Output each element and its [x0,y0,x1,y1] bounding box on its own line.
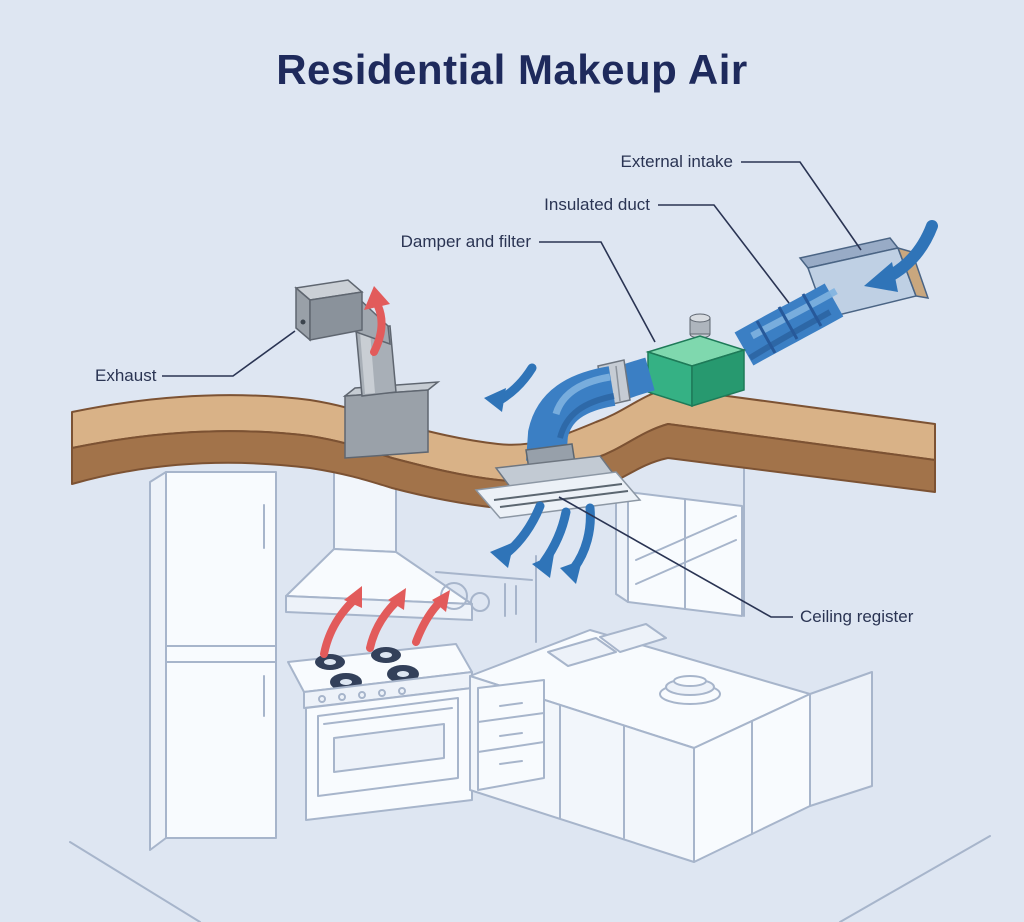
label-insulated-duct: Insulated duct [544,195,650,214]
ceiling-register [474,443,642,519]
control-knobs [318,687,406,703]
sink-basin-1 [547,637,617,667]
annotation-exhaust: Exhaust [95,330,296,385]
elbow-arrow [484,363,537,412]
annotation-ceiling-register: Ceiling register [558,496,914,626]
cooktop [287,643,473,709]
annotation-damper-filter: Damper and filter [401,232,656,343]
range-hood [285,454,473,621]
exhaust-base-box [344,389,429,459]
upper-cabinet [615,483,743,617]
damper-filter-box [645,313,747,408]
annotation-insulated-duct: Insulated duct [544,195,790,304]
exhaust-duct [294,279,441,459]
leader-exhaust [162,330,296,377]
burners [315,647,419,691]
page-title: Residential Makeup Air [276,46,748,93]
hanging-utensils [504,583,517,617]
insulated-duct [734,283,844,366]
oven [305,687,473,821]
leader-ceiling-register [558,496,793,618]
oven-handle [323,707,453,725]
duct-segment-rings [755,293,823,354]
open-door-lines [635,515,737,585]
sink-basin-2 [599,623,667,653]
oven-window [333,723,445,773]
counter-and-sink [469,623,811,749]
duct-elbow [526,366,616,464]
annotation-external-intake: External intake [621,152,862,251]
label-external-intake: External intake [621,152,733,171]
label-damper-filter: Damper and filter [401,232,532,251]
annotations: External intake Insulated duct Damper an… [95,152,914,626]
tall-cabinet [149,471,277,851]
label-exhaust: Exhaust [95,366,157,385]
intake-arrow [864,220,938,292]
pot-lid-small [470,592,490,612]
floor-line-right [839,835,991,922]
leader-insulated-duct [658,204,790,304]
red-cooking-airflow-arrows [320,586,450,658]
leader-damper-filter [539,241,656,343]
kitchen-line-art [69,454,991,922]
floor-line-left [69,841,201,922]
plate-stack [659,675,721,705]
makeup-air-system [474,237,930,519]
label-ceiling-register: Ceiling register [800,607,914,626]
exhaust-cap [309,291,363,341]
rivet [300,319,306,325]
register-frame [474,471,642,519]
red-exhaust-arrow [364,286,390,356]
leader-external-intake [741,161,862,251]
base-cabinets [469,671,873,863]
